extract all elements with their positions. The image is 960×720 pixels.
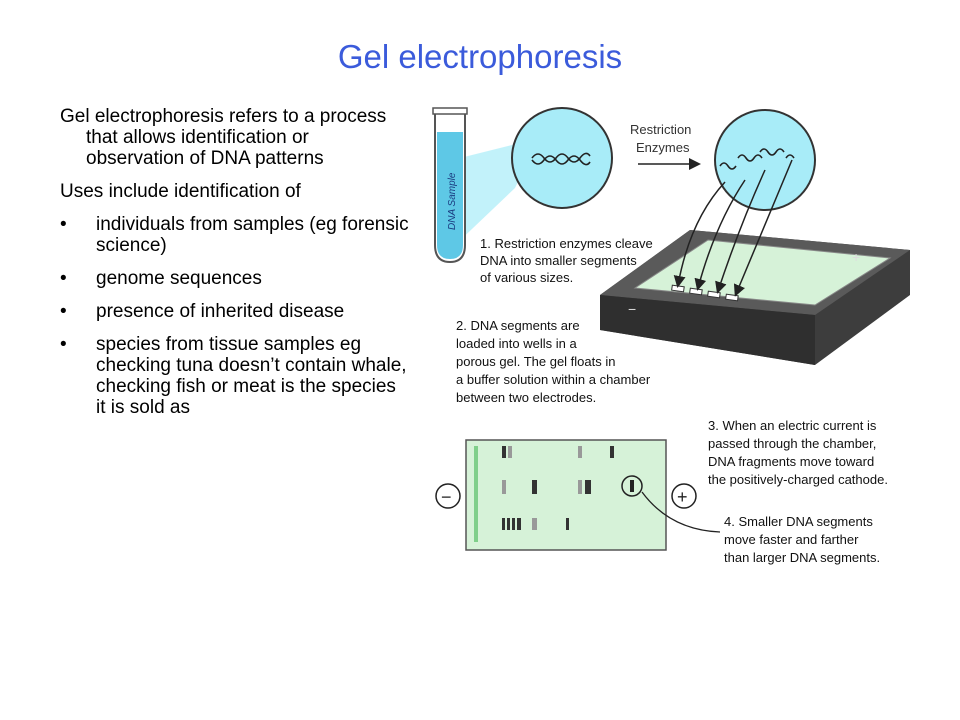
- bullet-glyph: •: [60, 334, 67, 355]
- step3-line3: DNA fragments move toward: [708, 454, 874, 469]
- step4-line3: than larger DNA segments.: [724, 550, 880, 565]
- uses-list: • individuals from samples (eg forensic s…: [60, 214, 410, 418]
- list-item: • presence of inherited disease: [60, 301, 410, 322]
- step3-caption: 3. When an electric current is passed th…: [708, 418, 888, 487]
- step3-line1: 3. When an electric current is: [708, 418, 877, 433]
- callout-line: [641, 491, 721, 533]
- tube-label: DNA Sample: [447, 172, 458, 230]
- list-item-text: genome sequences: [96, 268, 262, 289]
- bullet-glyph: •: [60, 301, 67, 322]
- dna-circle-fragments: [714, 109, 816, 211]
- list-item: • genome sequences: [60, 268, 410, 289]
- loading-arrow-1: [673, 181, 726, 288]
- chamber-minus: −: [628, 301, 636, 317]
- loading-arrow-2: [694, 179, 746, 291]
- list-item-text: species from tissue samples eg checking …: [96, 334, 407, 418]
- step1-line1: 1. Restriction enzymes cleave: [480, 236, 653, 251]
- negative-sign: −: [441, 487, 452, 507]
- intro-paragraph: Gel electrophoresis refers to a process …: [60, 106, 387, 169]
- bullet-glyph: •: [60, 268, 67, 289]
- step3-line2: passed through the chamber,: [708, 436, 876, 451]
- loading-arrow-3: [715, 169, 766, 294]
- step1-caption: 1. Restriction enzymes cleave DNA into s…: [480, 236, 653, 285]
- step4-line1: 4. Smaller DNA segments: [724, 514, 873, 529]
- loading-arrow-4: [733, 159, 793, 297]
- bullet-glyph: •: [60, 214, 67, 235]
- gel-chamber: − +: [600, 230, 910, 365]
- step2-line2: loaded into wells in a: [456, 336, 577, 351]
- electrophoresis-diagram: DNA Sample Restriction Enzymes − + 1. Re…: [420, 100, 940, 580]
- slide-title: Gel electrophoresis: [337, 38, 623, 75]
- chamber-plus: +: [852, 249, 860, 265]
- gel-result-panel: [465, 439, 667, 551]
- step2-line4: a buffer solution within a chamber: [456, 372, 651, 387]
- step4-caption: 4. Smaller DNA segments move faster and …: [724, 514, 880, 565]
- electrode-negative: −: [435, 483, 461, 509]
- step1-line2: DNA into smaller segments: [480, 253, 637, 268]
- list-item-text: individuals from samples (eg forensic sc…: [96, 214, 409, 256]
- text-column: Gel electrophoresis refers to a process …: [60, 106, 410, 430]
- step2-caption: 2. DNA segments are loaded into wells in…: [456, 318, 651, 405]
- step2-line1: 2. DNA segments are: [456, 318, 580, 333]
- dna-circle-whole: [511, 107, 613, 209]
- enzyme-label-line1: Restriction: [630, 122, 691, 137]
- enzyme-label-line2: Enzymes: [636, 140, 690, 155]
- step3-line4: the positively-charged cathode.: [708, 472, 888, 487]
- list-item-text: presence of inherited disease: [96, 301, 345, 322]
- step2-line5: between two electrodes.: [456, 390, 596, 405]
- diagram-svg: DNA Sample Restriction Enzymes − + 1. Re…: [432, 107, 910, 565]
- electrode-positive: +: [671, 483, 697, 509]
- positive-sign: +: [677, 487, 688, 507]
- test-tube: DNA Sample: [432, 107, 468, 264]
- step2-line3: porous gel. The gel floats in: [456, 354, 615, 369]
- list-item: • species from tissue samples eg checking…: [60, 334, 410, 418]
- step4-line2: move faster and farther: [724, 532, 859, 547]
- uses-heading: Uses include identification of: [60, 181, 301, 202]
- step1-line3: of various sizes.: [480, 270, 573, 285]
- list-item: • individuals from samples (eg forensic s…: [60, 214, 410, 256]
